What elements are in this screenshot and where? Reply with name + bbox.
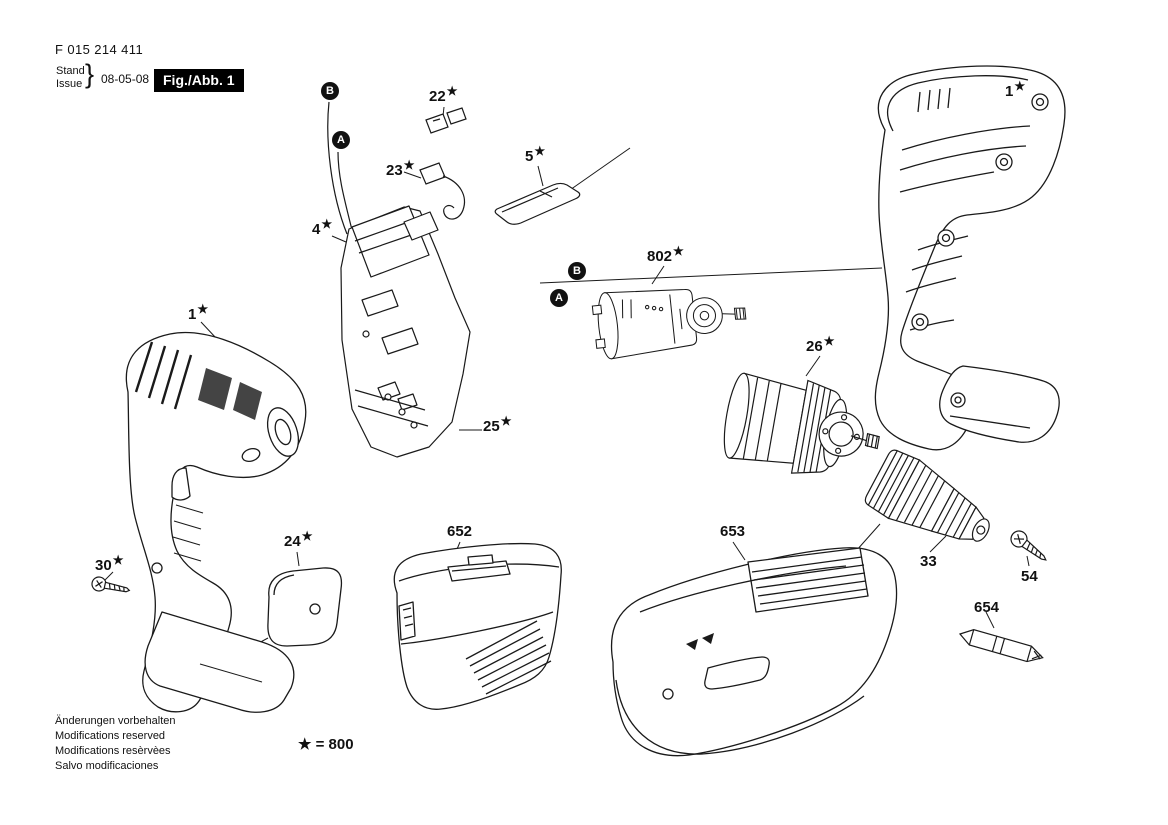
drill-body-illustration [125,331,307,713]
star-icon: ★ [112,553,124,567]
cover-24-illustration [267,567,343,647]
marker-B-motor: B [568,262,586,280]
chuck-33-illustration [864,449,990,542]
note-line: Salvo modificaciones [55,760,159,772]
star-icon: ★ [403,158,415,172]
housing-shell-illustration [874,65,1066,451]
issue-label: Issue [56,78,83,90]
note-line: Änderungen vorbehalten [55,715,176,727]
marker-B-top: B [321,82,339,100]
callout-4: 4★ [312,217,333,238]
screw-30-illustration [91,576,131,593]
figure-label-badge: Fig./Abb. 1 [154,69,244,92]
connector-23-illustration [419,162,465,220]
modification-notes: Änderungen vorbehalten Modifications res… [55,714,175,774]
screw-54-illustration [1010,530,1047,561]
star-icon: ★ [673,244,684,258]
motor-802-illustration [591,288,747,360]
callout-23: 23★ [386,158,415,179]
callout-22: 22★ [429,84,458,105]
callout-33: 33 [920,553,937,570]
battery-652-illustration [393,542,562,710]
marker-A-top: A [332,131,350,149]
callout-1-housing: 1★ [1005,79,1026,100]
star-icon: ★ [823,334,835,348]
callout-25: 25★ [483,414,512,435]
callout-1-drill: 1★ [188,302,209,323]
charger-653-illustration [610,547,898,757]
callout-24: 24★ [284,529,313,550]
cover-plate-5-illustration [494,182,581,225]
connector-22-illustration [425,107,467,134]
callout-30: 30★ [95,553,124,574]
callout-802: 802★ [647,244,684,265]
screwdriver-bit-654-illustration [958,628,1044,663]
star-icon: ★ [446,84,458,98]
callout-652: 652 [447,523,473,540]
callout-26: 26★ [806,334,835,355]
star-icon: ★ [500,414,512,428]
note-line: Modifications reserved [55,730,166,742]
star-icon: ★ [301,529,313,543]
stand-issue-block: Stand Issue [56,65,85,91]
callout-5: 5★ [525,144,546,165]
callout-653: 653 [720,523,746,540]
star-legend: ★ = 800 [298,736,354,753]
brace-glyph: } [85,59,95,89]
star-icon: ★ [1014,79,1026,93]
callout-54: 54 [1021,568,1038,585]
marker-A-motor: A [550,289,568,307]
switch-assembly-illustration [327,101,471,458]
gearbox-26-illustration [723,372,880,474]
star-icon: ★ [321,217,333,231]
note-line: Modifications resèrvèes [55,745,171,757]
callout-654: 654 [974,599,1000,616]
issue-date: 08-05-08 [101,72,150,86]
document-number: F 015 214 411 [55,42,144,57]
star-icon: ★ [197,302,209,316]
star-icon: ★ [534,144,546,158]
stand-label: Stand [56,65,85,77]
